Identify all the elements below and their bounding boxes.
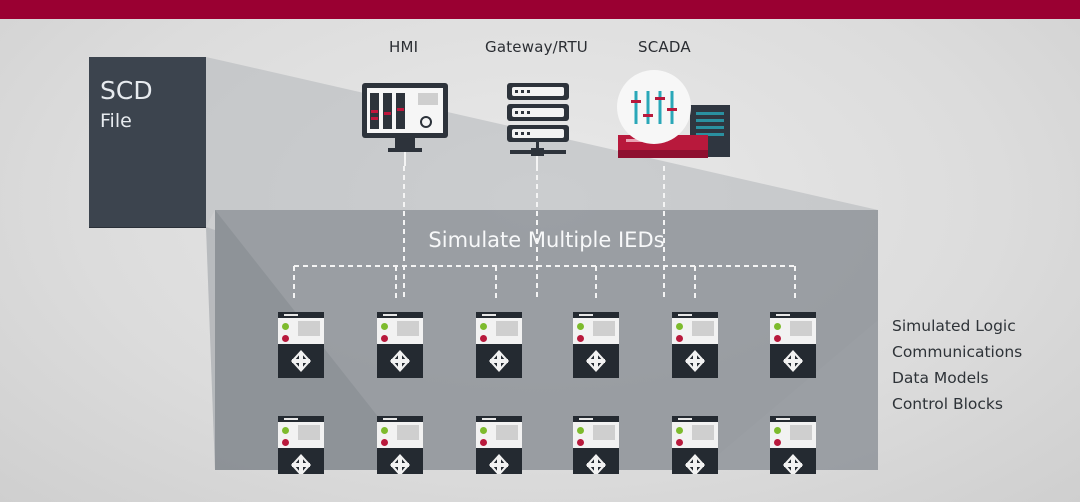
ied-drops	[293, 266, 796, 300]
ied-device-icon	[476, 416, 522, 476]
ied-device-icon	[573, 416, 619, 476]
ied-device-icon	[672, 312, 718, 378]
ied-device-icon	[672, 416, 718, 476]
scada-control-icon	[617, 70, 730, 158]
scd-file-document: SCD File	[89, 57, 206, 227]
ied-device-icon	[476, 312, 522, 378]
feature-item: Simulated Logic	[892, 317, 1016, 335]
monitor-icon	[362, 83, 448, 166]
ied-device-icon	[377, 312, 423, 378]
feature-item: Data Models	[892, 369, 989, 387]
ied-device-icon	[770, 416, 816, 476]
ied-device-icon	[770, 312, 816, 378]
projection-beam-lower	[206, 227, 215, 470]
hmi-label: HMI	[389, 38, 419, 56]
top-accent-bar	[0, 0, 1080, 19]
feature-list: Simulated Logic Communications Data Mode…	[892, 316, 1022, 420]
projection-beam-left	[89, 210, 215, 470]
scd-title: SCD	[100, 76, 153, 105]
panel-shade-right	[700, 320, 878, 470]
gateway-label: Gateway/RTU	[485, 38, 588, 56]
server-rack-icon	[507, 83, 569, 166]
scada-label: SCADA	[638, 38, 691, 56]
feature-item: Communications	[892, 343, 1023, 361]
ied-device-icon	[377, 416, 423, 476]
ied-device-icon	[573, 312, 619, 378]
scd-subtitle: File	[100, 110, 132, 132]
feature-item: Control Blocks	[892, 395, 1003, 413]
ied-device-icon	[278, 312, 324, 378]
simulation-title: Simulate Multiple IEDs	[428, 228, 665, 252]
ied-device-icon	[278, 416, 324, 476]
